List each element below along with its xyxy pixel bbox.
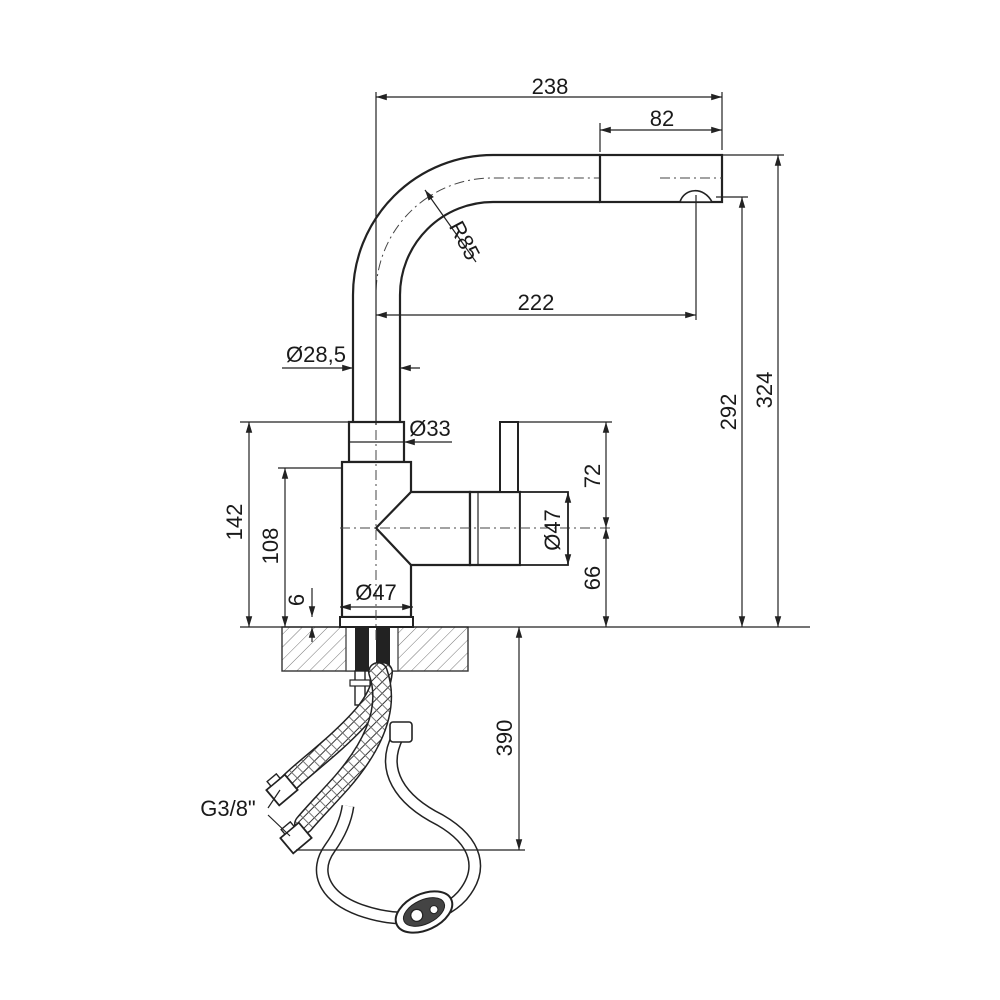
dim-body-lower: 108	[258, 528, 283, 565]
countertop	[240, 626, 810, 672]
dimension-lines	[240, 92, 784, 851]
hose-counterweight	[394, 890, 454, 934]
dim-total-reach: 238	[532, 74, 569, 99]
dim-handle-axis-height: 66	[580, 566, 605, 590]
faucet	[339, 153, 724, 640]
dim-spout-end: 82	[650, 106, 674, 131]
dim-body-height: 142	[222, 504, 247, 541]
dim-spout-diameter: Ø28,5	[286, 342, 346, 367]
dim-base-diameter: Ø47	[355, 580, 397, 605]
dim-lever-height: 72	[580, 464, 605, 488]
dim-outlet-height: 292	[716, 394, 741, 431]
dim-spout-reach: 222	[518, 290, 555, 315]
supply-hoses	[265, 662, 482, 934]
dim-total-height: 324	[752, 372, 777, 409]
dim-hose-length: 390	[492, 720, 517, 757]
dim-connection-thread: G3/8"	[200, 796, 256, 821]
dim-base-thickness: 6	[284, 594, 309, 606]
dim-neck-diameter: Ø33	[409, 416, 451, 441]
connector-cold	[279, 820, 313, 855]
dim-handle-diameter: Ø47	[540, 509, 565, 551]
dim-radius: R85	[444, 217, 485, 264]
